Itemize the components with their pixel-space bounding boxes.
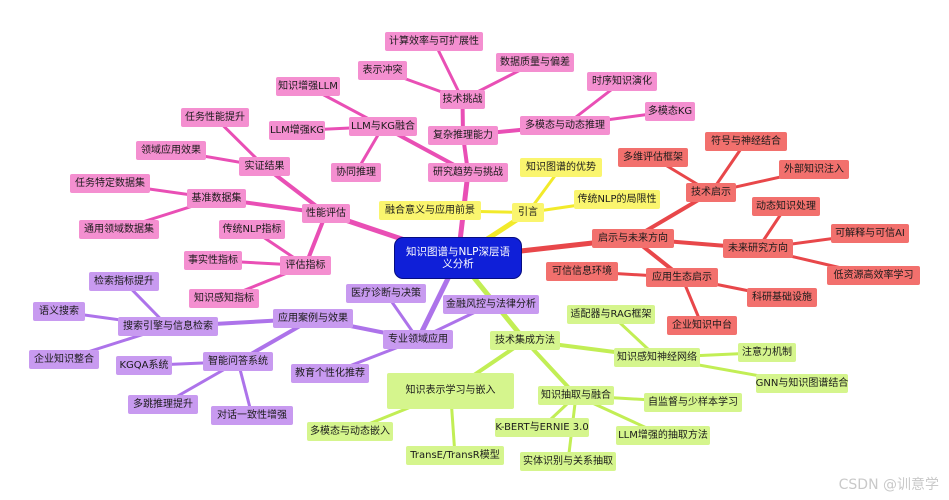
- node-apps-multihop[interactable]: 多跳推理提升: [128, 395, 198, 414]
- node-apps-qa[interactable]: 智能问答系统: [203, 352, 273, 371]
- node-tech-kann[interactable]: 知识感知神经网络: [614, 348, 700, 367]
- node-trends-conflict[interactable]: 表示冲突: [358, 61, 407, 80]
- node-trends-coreason[interactable]: 协同推理: [331, 163, 381, 182]
- node-tech-gnn[interactable]: GNN与知识图谱结合: [756, 374, 848, 393]
- node-eval-know[interactable]: 知识感知指标: [189, 289, 259, 308]
- node-apps-metric[interactable]: 检索指标提升: [89, 272, 159, 291]
- node-intro-limits[interactable]: 传统NLP的局限性: [574, 190, 660, 209]
- node-trends-complex[interactable]: 复杂推理能力: [428, 126, 498, 145]
- node-apps-medical[interactable]: 医疗诊断与决策: [346, 284, 426, 303]
- node-eval-domain[interactable]: 领域应用效果: [136, 141, 206, 160]
- root-node[interactable]: 知识图谱与NLP深层语义分析: [394, 237, 522, 279]
- node-future-explain[interactable]: 可解释与可信AI: [831, 224, 909, 243]
- node-eval[interactable]: 性能评估: [302, 204, 350, 223]
- node-tech-extract[interactable]: 知识抽取与融合: [538, 386, 614, 405]
- node-trends-multimodal[interactable]: 多模态与动态推理: [520, 116, 610, 135]
- node-apps-finance[interactable]: 金融风控与法律分析: [443, 295, 539, 314]
- node-trends[interactable]: 研究趋势与挑战: [428, 163, 508, 182]
- node-tech-selfsup[interactable]: 自监督与少样本学习: [644, 393, 742, 412]
- node-future-infra[interactable]: 科研基础设施: [747, 288, 817, 307]
- node-future-lowres[interactable]: 低资源高效率学习: [827, 266, 920, 285]
- node-trends-llmkg[interactable]: LLM与KG融合: [349, 117, 417, 136]
- node-tech-llmext[interactable]: LLM增强的抽取方法: [616, 426, 710, 445]
- node-intro-meaning[interactable]: 融合意义与应用前景: [379, 201, 481, 220]
- node-future-platform[interactable]: 企业知识中台: [667, 316, 737, 335]
- node-tech-repr[interactable]: 知识表示学习与嵌入: [387, 373, 514, 409]
- node-apps-edu[interactable]: 教育个性化推荐: [291, 364, 369, 383]
- node-future[interactable]: 启示与未来方向: [592, 229, 674, 248]
- node-apps-dialog[interactable]: 对话一致性增强: [211, 406, 293, 425]
- node-eval-metrics[interactable]: 评估指标: [280, 256, 331, 275]
- node-apps-kgqa[interactable]: KGQA系统: [116, 356, 172, 375]
- node-future-symbolic[interactable]: 符号与神经结合: [705, 132, 787, 151]
- node-apps-search[interactable]: 搜索引擎与信息检索: [118, 317, 218, 336]
- node-eval-taskdata[interactable]: 任务特定数据集: [70, 174, 150, 193]
- node-eval-fact[interactable]: 事实性指标: [184, 251, 242, 270]
- node-trends-efficiency[interactable]: 计算效率与可扩展性: [385, 32, 483, 51]
- node-tech-adapter[interactable]: 适配器与RAG框架: [567, 305, 655, 324]
- node-tech-transe[interactable]: TransE/TransR模型: [406, 446, 504, 465]
- node-future-multi[interactable]: 多维评估框架: [618, 148, 688, 167]
- node-eval-bench[interactable]: 基准数据集: [187, 189, 246, 208]
- node-tech-mmembed[interactable]: 多模态与动态嵌入: [307, 422, 393, 441]
- node-trends-tech[interactable]: 技术挑战: [440, 90, 485, 109]
- node-eval-nlp[interactable]: 传统NLP指标: [219, 220, 285, 239]
- link-trends_tech-trends_efficiency: [432, 40, 464, 101]
- node-trends-mmkg[interactable]: 多模态KG: [645, 102, 695, 121]
- node-apps-semantic[interactable]: 语义搜索: [33, 302, 85, 321]
- node-future-dynamic[interactable]: 动态知识处理: [752, 197, 820, 216]
- node-trends-kg-enh-llm[interactable]: 知识增强LLM: [276, 77, 340, 96]
- node-future-eco[interactable]: 应用生态启示: [646, 268, 718, 287]
- node-tech-kbert[interactable]: K-BERT与ERNIE 3.0: [495, 418, 589, 437]
- node-intro[interactable]: 引言: [512, 203, 544, 222]
- node-apps-enterprise[interactable]: 企业知识整合: [29, 350, 99, 369]
- node-apps-cases[interactable]: 应用案例与效果: [273, 309, 353, 328]
- node-apps[interactable]: 专业领域应用: [383, 330, 453, 349]
- node-future-trusted[interactable]: 可信信息环境: [546, 262, 618, 281]
- node-future-tech[interactable]: 技术启示: [686, 183, 736, 202]
- node-eval-empirical[interactable]: 实证结果: [239, 157, 290, 176]
- node-eval-task[interactable]: 任务性能提升: [181, 108, 249, 127]
- node-future-research[interactable]: 未来研究方向: [723, 239, 793, 258]
- node-trends-llm-enh-kg[interactable]: LLM增强KG: [269, 121, 325, 140]
- watermark: CSDN @训意学: [838, 477, 939, 493]
- node-intro-advantage[interactable]: 知识图谱的优势: [520, 158, 602, 177]
- node-eval-general[interactable]: 通用领域数据集: [79, 220, 159, 239]
- node-tech[interactable]: 技术集成方法: [490, 331, 560, 350]
- node-future-external[interactable]: 外部知识注入: [779, 160, 849, 179]
- node-trends-temporal[interactable]: 时序知识演化: [587, 72, 657, 91]
- node-tech-ner[interactable]: 实体识别与关系抽取: [520, 452, 616, 471]
- node-trends-quality[interactable]: 数据质量与偏差: [496, 53, 574, 72]
- node-tech-attention[interactable]: 注意力机制: [738, 343, 796, 362]
